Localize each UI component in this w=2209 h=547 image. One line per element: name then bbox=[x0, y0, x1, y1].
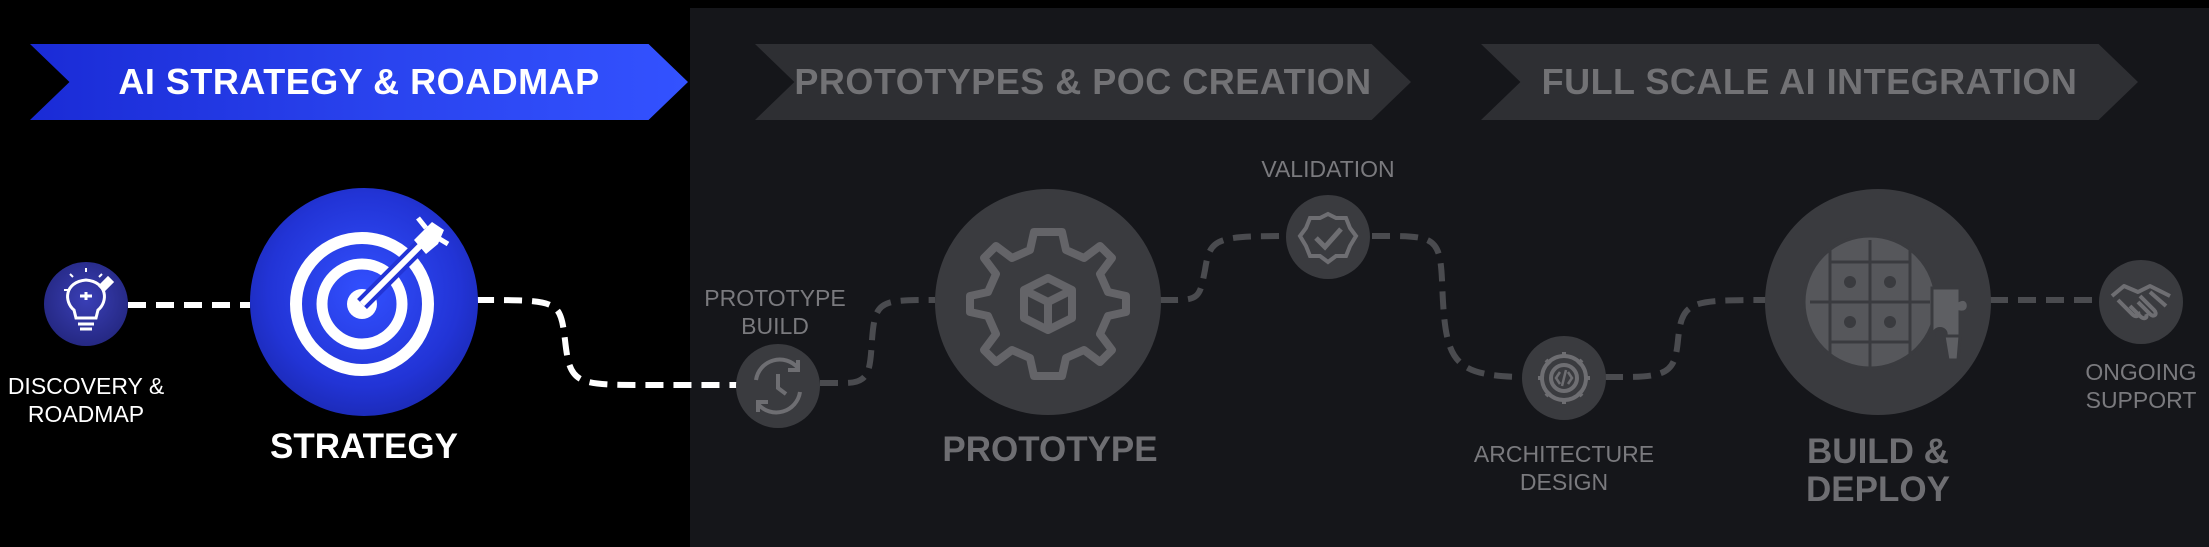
connector-architecture-build bbox=[1605, 297, 1771, 380]
puzzle-icon bbox=[1802, 234, 1970, 370]
connector-validation-architecture bbox=[1372, 233, 1521, 380]
ongoing-support-label: ONGOING SUPPORT bbox=[2085, 359, 2197, 413]
strategy-node bbox=[250, 188, 478, 416]
architecture-design-node bbox=[1522, 336, 1606, 420]
gear-box-icon bbox=[966, 228, 1130, 380]
build-deploy-label: BUILD & DEPLOY bbox=[1806, 432, 1950, 509]
connector-strategy-build bbox=[475, 297, 737, 388]
prototype-build-label: PROTOTYPE BUILD bbox=[704, 285, 846, 339]
phase-banner-prototypes: PROTOTYPES & POC CREATION bbox=[755, 44, 1411, 120]
validation-node bbox=[1286, 195, 1370, 279]
prototype-node bbox=[935, 189, 1161, 415]
phase-banner-full-scale: FULL SCALE AI INTEGRATION bbox=[1481, 44, 2138, 120]
connector-prototype-validation bbox=[1160, 233, 1291, 303]
discovery-label: DISCOVERY & ROADMAP bbox=[7, 373, 165, 427]
handshake-icon bbox=[2110, 284, 2171, 321]
discovery-node bbox=[44, 262, 128, 346]
refresh-clock-icon bbox=[754, 357, 802, 415]
architecture-design-label: ARCHITECTURE DESIGN bbox=[1473, 441, 1655, 495]
connector-build-prototype bbox=[820, 297, 936, 386]
check-badge-icon bbox=[1297, 211, 1359, 265]
prototype-label: PROTOTYPE bbox=[942, 430, 1158, 469]
ongoing-support-node bbox=[2099, 260, 2183, 344]
build-deploy-node bbox=[1765, 189, 1991, 415]
strategy-label: STRATEGY bbox=[270, 427, 458, 466]
gear-code-icon bbox=[1538, 352, 1590, 404]
target-arrow-icon bbox=[290, 216, 450, 376]
lightbulb-puzzle-icon bbox=[64, 268, 115, 331]
prototype-build-node bbox=[736, 344, 820, 428]
phase-banner-ai-strategy: AI STRATEGY & ROADMAP bbox=[30, 44, 688, 120]
validation-label: VALIDATION bbox=[1261, 156, 1395, 182]
